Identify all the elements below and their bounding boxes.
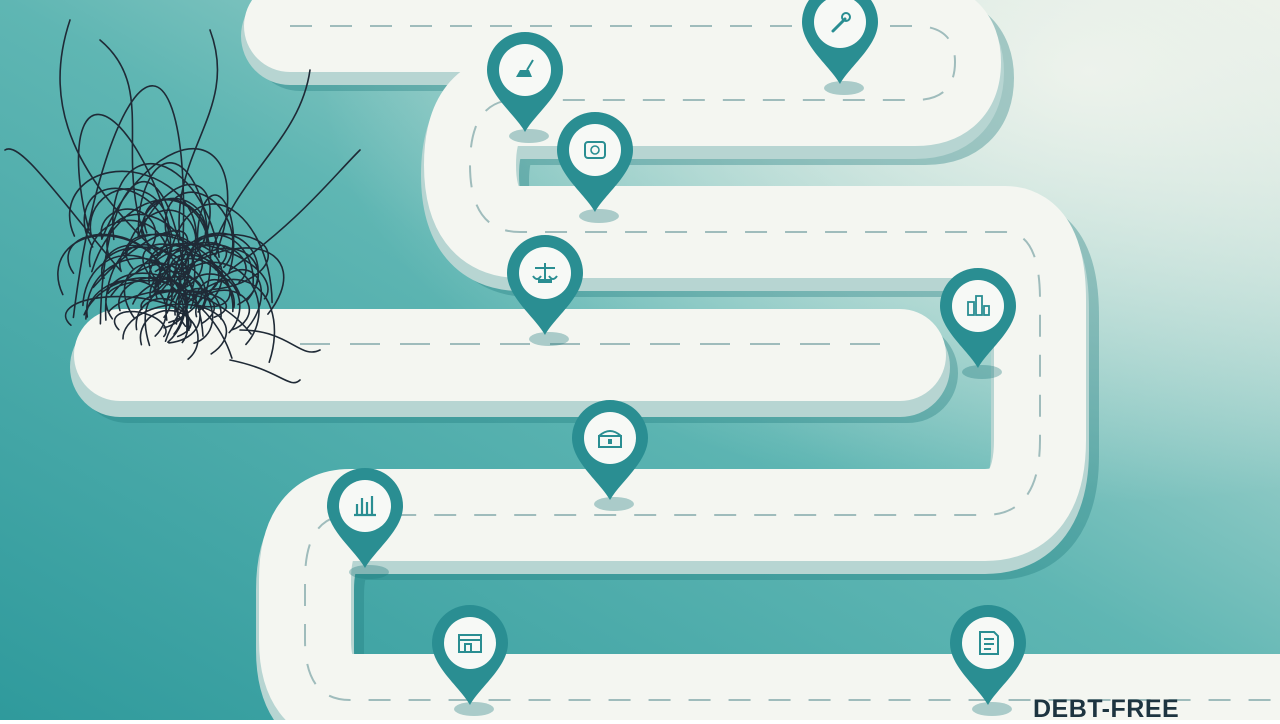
location-pin — [327, 468, 403, 579]
tangle-core — [57, 85, 285, 363]
location-pin — [802, 0, 878, 95]
tangle-strand — [178, 29, 219, 241]
tangle-strand — [209, 69, 311, 256]
pin-shadow — [594, 497, 634, 511]
pin-face — [584, 412, 636, 464]
pin-shadow — [824, 81, 864, 95]
tangle-strand — [59, 19, 161, 256]
location-pin — [572, 400, 648, 511]
pin-shadow — [349, 565, 389, 579]
vacuum-icon — [516, 59, 534, 77]
pin-shadow — [579, 209, 619, 223]
tangled-knot — [4, 19, 361, 384]
building-chart-icon — [967, 295, 990, 316]
pin-shadow — [529, 332, 569, 346]
pin-face — [339, 480, 391, 532]
tangle-strand — [239, 329, 321, 353]
safe-box-icon — [584, 141, 606, 159]
tangle-strand — [4, 148, 121, 271]
wrench-icon — [831, 12, 851, 33]
pin-face — [569, 124, 621, 176]
tangle-strand — [229, 359, 301, 384]
bar-chart-icon — [354, 496, 376, 517]
pin-shadow — [509, 129, 549, 143]
location-pin — [950, 605, 1026, 716]
location-pin — [940, 268, 1016, 379]
store-icon — [458, 634, 482, 653]
pin-shadow — [972, 702, 1012, 716]
location-pin — [487, 32, 563, 143]
location-pin — [432, 605, 508, 716]
pin-face — [952, 280, 1004, 332]
finish-label: DEBT-FREE — [1033, 695, 1180, 723]
tangle-strand — [99, 39, 151, 251]
road-markers — [327, 0, 1026, 716]
treasure-chest-icon — [598, 430, 622, 448]
pin-shadow — [454, 702, 494, 716]
tangle-strand — [229, 149, 361, 271]
balance-scale-icon — [532, 263, 558, 283]
location-pin — [507, 235, 583, 346]
winding-road — [70, 0, 1280, 720]
road-lane-marking — [290, 25, 1280, 701]
pin-shadow — [962, 365, 1002, 379]
document-icon — [979, 631, 999, 655]
location-pin — [557, 112, 633, 223]
